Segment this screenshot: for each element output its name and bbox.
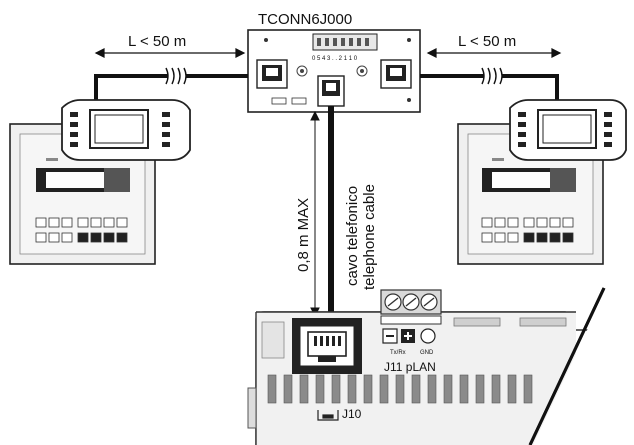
dimension-right (426, 48, 562, 58)
cable-label-it: cavo telefonico (344, 186, 361, 286)
terminal-right (457, 99, 627, 265)
j10-label: J10 (342, 407, 362, 421)
cable-label-en: telephone cable (361, 184, 378, 290)
module-jumper (291, 97, 307, 105)
cable-right (420, 74, 559, 104)
wall-box-keys-right (481, 217, 574, 243)
module-title: TCONN6J000 (258, 11, 352, 28)
display-screen-left (89, 109, 149, 149)
polarity-symbols (382, 328, 436, 344)
module-screw (356, 65, 368, 77)
j11-label: J11 pLAN (384, 360, 436, 374)
tconn-module: 0 5 4 3 . . 2 1 1 0 (247, 29, 421, 113)
display-screen-right (537, 109, 597, 149)
pin-label-rx: Tx/Rx (390, 350, 406, 356)
length-label-right: L < 50 m (458, 33, 516, 50)
max-length-label: 0,8 m MAX (295, 198, 312, 272)
controller-board: Tx/Rx GND J11 pLAN J10 (247, 287, 634, 445)
module-port-bottom (317, 75, 345, 107)
j10-connector (317, 410, 339, 421)
j11-plan-connector (380, 289, 442, 325)
cable-break-right (481, 67, 503, 85)
board-rj-socket (292, 318, 362, 374)
pin-label-gnd: GND (420, 350, 434, 356)
module-pin-numbers: 0 5 4 3 . . 2 1 1 0 (312, 56, 358, 62)
terminal-left (9, 99, 191, 265)
module-jumper (271, 97, 287, 105)
length-label-left: L < 50 m (128, 33, 186, 50)
board-fins (267, 374, 533, 404)
wall-box-keys-left (35, 217, 128, 243)
dimension-vertical (310, 110, 320, 318)
module-screw (296, 65, 308, 77)
cable-left (94, 74, 248, 104)
module-port-right (380, 59, 412, 89)
dimension-left (94, 48, 246, 58)
module-port-left (256, 59, 288, 89)
cable-break-left (165, 67, 187, 85)
